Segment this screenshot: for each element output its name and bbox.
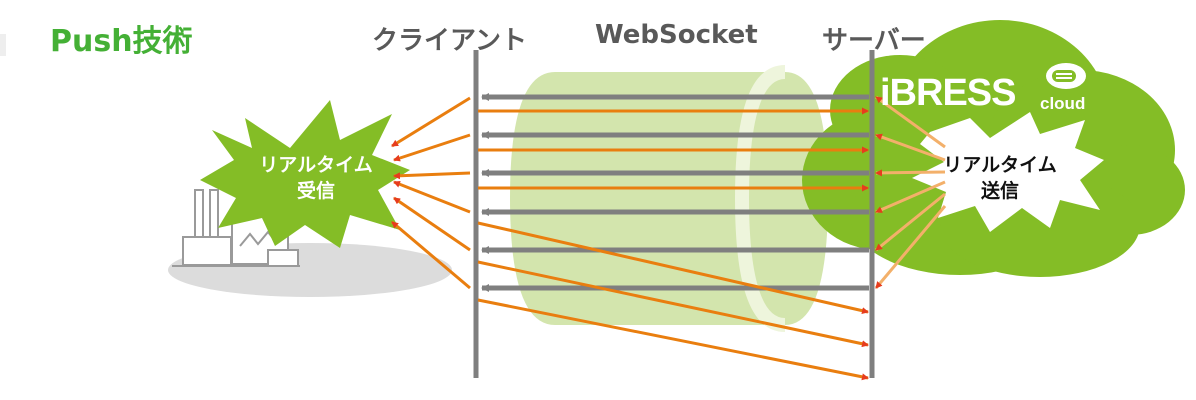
- burst-icon: [200, 100, 410, 248]
- websocket-header: WebSocket: [595, 20, 758, 50]
- server-to-client-messages: [481, 93, 869, 292]
- realtime-receive-line2: 受信: [296, 180, 335, 202]
- ibress-logo-subtext: cloud: [1040, 94, 1086, 113]
- realtime-receive-line1: リアルタイム: [259, 154, 373, 176]
- realtime-receive-label: リアルタイム 受信: [226, 152, 406, 204]
- ibress-logo-text: iBRESS: [880, 72, 1016, 114]
- realtime-send-label: リアルタイム 送信: [940, 152, 1060, 204]
- slide-edge-marker: [0, 34, 6, 56]
- client-receive-arrows: [391, 96, 471, 290]
- server-send-arrows: [874, 95, 947, 289]
- burst-icon-send: [912, 112, 1104, 232]
- server-header: サーバー: [822, 26, 926, 56]
- slide-title: Push技術: [50, 24, 193, 59]
- database-icon: [1046, 63, 1086, 89]
- client-header: クライアント: [372, 26, 527, 56]
- realtime-send-line2: 送信: [980, 180, 1019, 202]
- realtime-send-line1: リアルタイム: [943, 154, 1057, 176]
- client-to-server-messages: [477, 107, 869, 381]
